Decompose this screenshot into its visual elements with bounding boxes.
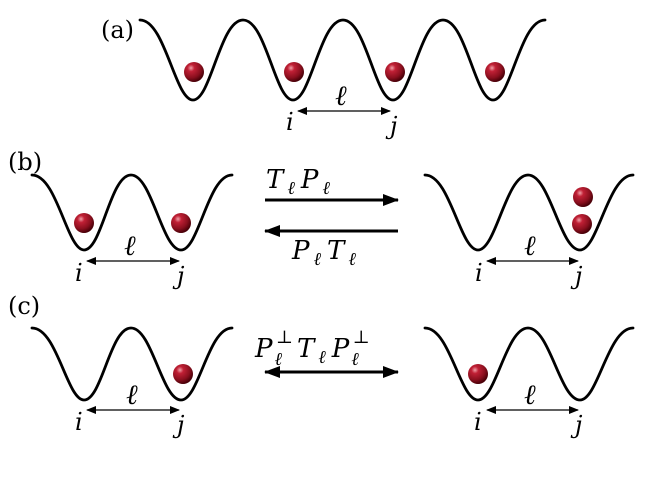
panel-b-right-wells [423,173,635,252]
panel-c-left-wells [30,326,234,402]
panel-c-right-wells [423,326,635,402]
panel-b-left-site-j: j [172,262,185,290]
particle [284,62,304,82]
panel-a-distance-label: ℓ [335,79,347,112]
particle [385,62,405,82]
panel-a-label: (a) [101,16,134,44]
panel-c-left-site-j: j [172,411,185,439]
particle [74,213,94,233]
panel-a-site-i: i [286,108,294,136]
panel-c-left-site-i: i [75,408,83,436]
particle [173,364,193,384]
panel-b-right-distance-label: ℓ [524,229,536,262]
panel-b-left-site-i: i [75,259,83,287]
panel-c-right-site-i: i [474,408,482,436]
particle [572,214,592,234]
panel-a-potential-wells [138,18,547,102]
panel-b-left-distance-label: ℓ [124,229,136,262]
particle [184,62,204,82]
panel-a: (a) ℓ i j [101,16,547,140]
panel-b-left-wells [30,173,234,252]
panel-b-right-site-j: j [570,262,583,290]
panel-a-site-j: j [385,112,398,140]
panel-c-left-distance-label: ℓ [126,378,138,411]
particle [573,187,593,207]
particle [171,213,191,233]
panel-c-right-site-j: j [570,411,583,439]
panel-b-label: (b) [8,148,42,176]
panel-b-right-site-i: i [475,259,483,287]
panel-c-label: (c) [8,292,40,320]
particle [468,364,488,384]
particle [485,62,505,82]
panel-c-right-distance-label: ℓ [524,378,536,411]
